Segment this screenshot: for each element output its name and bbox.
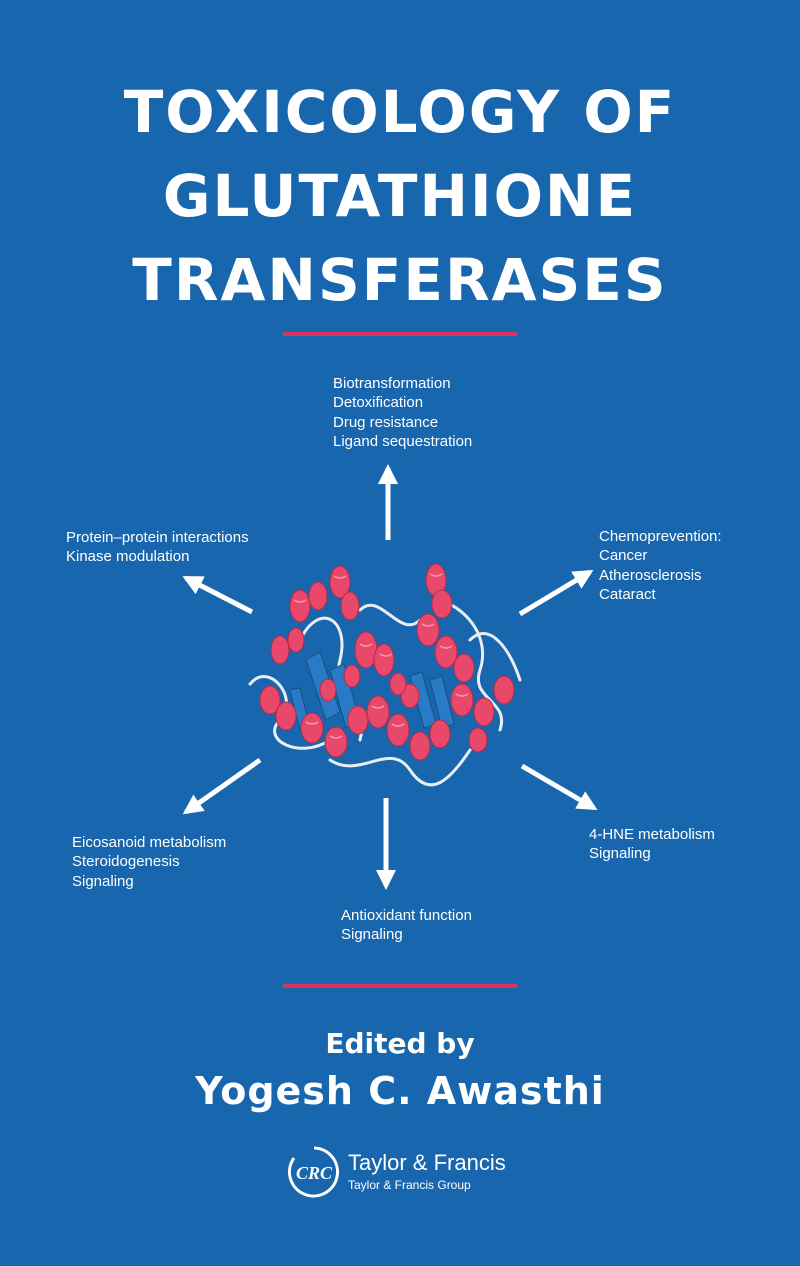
crc-logo-text: CRC bbox=[296, 1163, 333, 1183]
label-lower-right-functions: 4-HNE metabolism Signaling bbox=[589, 825, 715, 864]
label-lower-left-functions: Eicosanoid metabolism Steroidogenesis Si… bbox=[72, 833, 226, 891]
label-line: 4-HNE metabolism bbox=[589, 826, 715, 843]
label-line: Steroidogenesis bbox=[72, 853, 180, 871]
label-line: Protein–protein interactions bbox=[66, 529, 249, 546]
label-line: Signaling bbox=[341, 926, 403, 944]
label-line: Antioxidant function bbox=[341, 907, 472, 924]
title-line-3: TRANSFERASES bbox=[132, 246, 668, 314]
label-line: Cataract bbox=[599, 585, 656, 603]
label-bottom-functions: Antioxidant function Signaling bbox=[341, 906, 472, 945]
edited-by-label: Edited by bbox=[325, 1027, 475, 1060]
label-line: Kinase modulation bbox=[66, 548, 190, 566]
title-line-1: TOXICOLOGY OF bbox=[123, 78, 677, 146]
arrow-upper-right-icon bbox=[518, 569, 594, 617]
label-top-functions: Biotransformation Detoxification Drug re… bbox=[333, 374, 472, 451]
label-upper-left-functions: Protein–protein interactions Kinase modu… bbox=[66, 528, 249, 567]
label-line: Biotransformation bbox=[333, 375, 451, 392]
editor-name: Yogesh C. Awasthi bbox=[195, 1069, 605, 1113]
arrow-upper-left-icon bbox=[182, 575, 254, 615]
label-line: Signaling bbox=[589, 845, 651, 863]
label-line: Atherosclerosis bbox=[599, 566, 702, 584]
label-upper-right-functions: Chemoprevention: Cancer Atherosclerosis … bbox=[599, 527, 722, 604]
publisher-group: Taylor & Francis Group bbox=[348, 1178, 471, 1192]
label-line: Chemoprevention: bbox=[599, 528, 722, 545]
label-line: Detoxification bbox=[333, 394, 424, 412]
label-line: Cancer bbox=[599, 547, 648, 565]
label-line: Eicosanoid metabolism bbox=[72, 834, 227, 851]
protein-structure-icon bbox=[248, 563, 522, 787]
arrow-lower-left-icon bbox=[182, 757, 262, 815]
label-line: Drug resistance bbox=[333, 413, 439, 431]
label-line: Ligand sequestration bbox=[333, 432, 473, 450]
publisher-logo: CRC Taylor & Francis Taylor & Francis Gr… bbox=[284, 1142, 544, 1202]
publisher-name: Taylor & Francis bbox=[348, 1150, 506, 1175]
top-divider-rule bbox=[283, 332, 517, 336]
arrow-lower-right-icon bbox=[520, 763, 598, 811]
title-line-2: GLUTATHIONE bbox=[162, 162, 638, 230]
crc-logo-icon: CRC bbox=[288, 1146, 339, 1198]
book-title: TOXICOLOGY OF GLUTATHIONE TRANSFERASES bbox=[0, 70, 800, 322]
label-line: Signaling bbox=[72, 872, 134, 890]
bottom-divider-rule bbox=[283, 984, 517, 988]
